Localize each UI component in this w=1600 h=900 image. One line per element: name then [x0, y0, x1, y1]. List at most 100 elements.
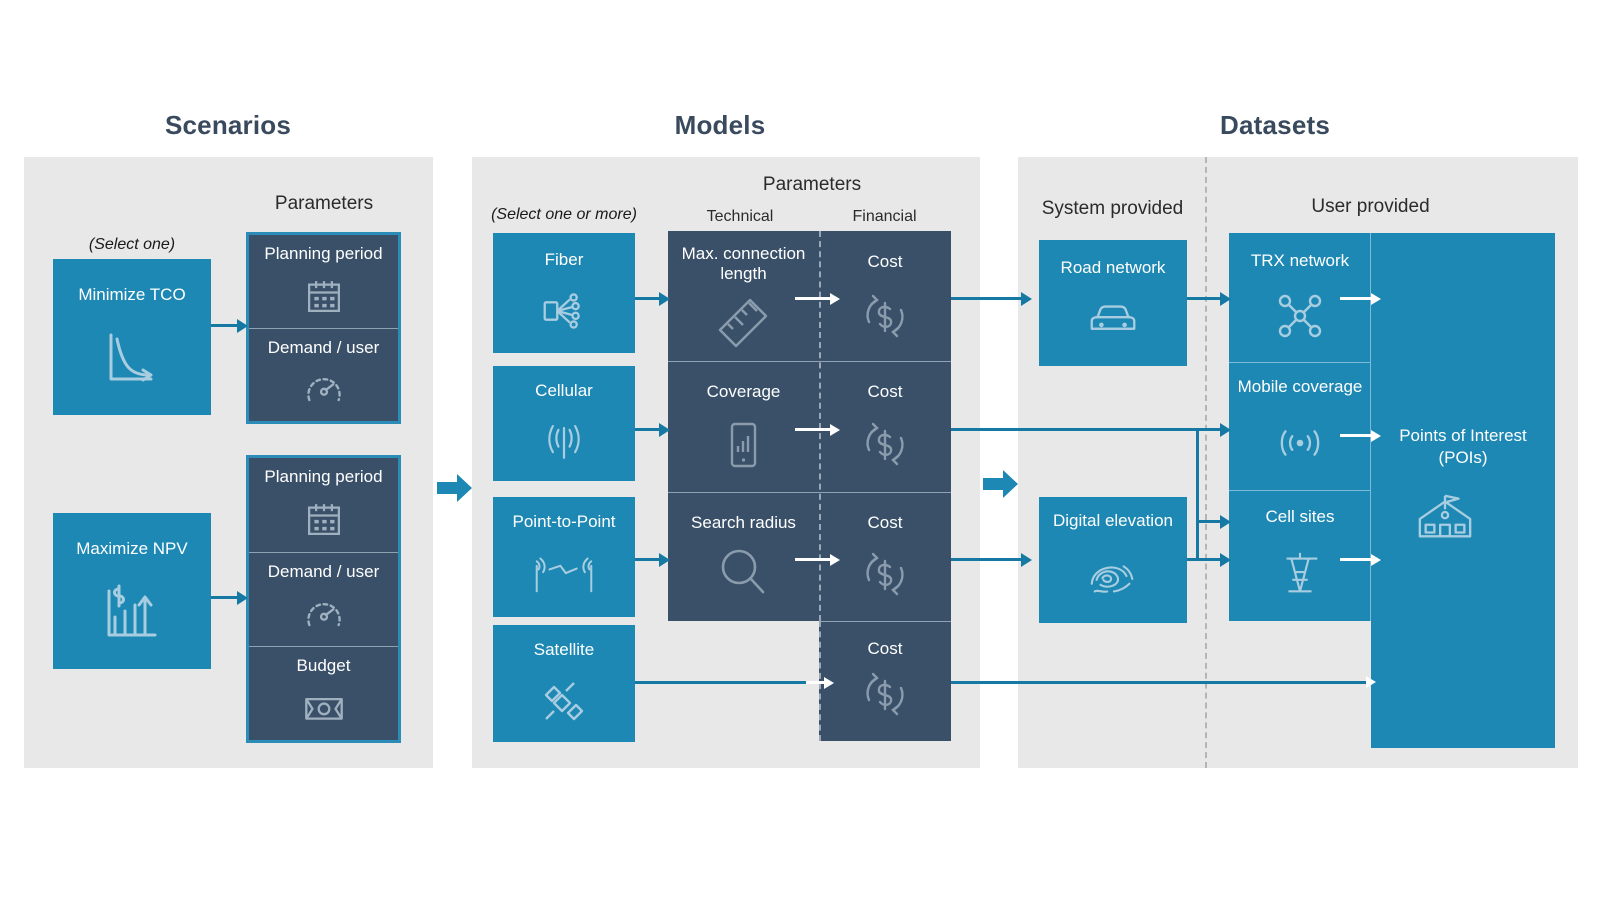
arrowhead-icon: [237, 590, 248, 605]
calendar-icon: [303, 487, 345, 552]
fiber-splitter-icon: [493, 270, 635, 353]
arrowhead-icon: [830, 553, 840, 566]
connector-fiber-to-technical: [635, 297, 661, 300]
connector-tco-to-params: [211, 324, 239, 327]
node-network-icon: [1229, 271, 1371, 362]
dataset-tile-mobile-coverage[interactable]: Mobile coverage: [1229, 363, 1371, 490]
dataset-output-poi-label: Points of Interest (POIs): [1399, 426, 1527, 468]
param-label: Planning period: [264, 467, 383, 486]
models-financial-label-3: Cost: [867, 513, 903, 532]
dataset-tile-road-network[interactable]: Road network: [1039, 240, 1187, 366]
connector-cost1-to-road-network: [951, 297, 1022, 300]
decay-curve-icon: [53, 305, 211, 415]
scenario-tile-maximize-npv[interactable]: Maximize NPV: [53, 513, 211, 669]
connector-cell-sites-to-poi: [1340, 558, 1374, 561]
scenarios-parameters-caption: Parameters: [274, 193, 374, 214]
scenario-parameters-group-2[interactable]: Planning period Demand / user: [246, 455, 401, 743]
model-tile-label: Point-to-Point: [512, 512, 616, 531]
dataset-tile-trx-network[interactable]: TRX network: [1229, 233, 1371, 362]
dataset-tile-digital-elevation[interactable]: Digital elevation: [1039, 497, 1187, 623]
dataset-tile-label: Digital elevation: [1052, 511, 1173, 530]
connector-branch-to-cell-sites: [1196, 520, 1222, 523]
arrowhead-icon: [1220, 552, 1231, 567]
arrowhead-icon: [1371, 292, 1381, 305]
connector-cost4-to-poi: [951, 681, 1371, 684]
model-tile-fiber[interactable]: Fiber: [493, 233, 635, 353]
poi-building-icon: [1412, 488, 1478, 553]
param-label: Demand / user: [267, 561, 380, 581]
models-financial-label-2: Cost: [867, 382, 903, 401]
connector-cellular-to-technical: [635, 428, 661, 431]
connector-satellite-to-cost: [635, 681, 812, 684]
arrowhead-icon: [1366, 675, 1376, 688]
dataset-tile-label: Mobile coverage: [1237, 377, 1363, 396]
model-tile-satellite[interactable]: Satellite: [493, 625, 635, 742]
connector-tech-to-fin-2: [795, 428, 833, 431]
scenario-tile-label: Minimize TCO: [78, 285, 186, 304]
connector-branch-vertical: [1196, 428, 1199, 558]
dataset-tile-label: Cell sites: [1265, 507, 1335, 526]
model-tile-label: Satellite: [533, 640, 595, 659]
dataset-output-poi[interactable]: [1371, 233, 1555, 748]
column-title-scenarios: Scenarios: [164, 110, 292, 140]
arrowhead-icon: [1220, 422, 1231, 437]
arrowhead-icon: [1371, 553, 1381, 566]
param-cell-budget[interactable]: Budget: [249, 645, 398, 740]
connector-tech-to-fin-1: [795, 297, 833, 300]
scenario-tile-label: Maximize NPV: [76, 539, 188, 558]
connector-road-network-to-trx: [1187, 297, 1221, 300]
ruler-icon: [712, 290, 774, 355]
models-financial-label-1: Cost: [867, 252, 903, 271]
param-label: Planning period: [264, 244, 383, 263]
model-tile-label: Cellular: [535, 381, 593, 400]
param-cell-demand-user[interactable]: Demand / user: [249, 328, 398, 421]
models-param-row-1[interactable]: [668, 231, 951, 361]
arrowhead-icon: [1220, 514, 1231, 529]
car-icon: [1039, 278, 1187, 366]
cell-tower-icon: [1229, 527, 1371, 621]
dataset-output-divider: [1370, 233, 1371, 621]
flow-arrow-scenarios-to-models: [437, 472, 473, 504]
param-cell-demand-user[interactable]: Demand / user: [249, 551, 398, 646]
cost-cycle-icon: [857, 416, 913, 477]
connector-satellite-cost-white: [806, 681, 826, 684]
connector-ptp-to-technical: [635, 558, 661, 561]
models-param-row-3[interactable]: [668, 492, 951, 621]
point-to-point-icon: [493, 532, 635, 617]
models-param-row-2[interactable]: [668, 361, 951, 492]
arrowhead-icon: [1021, 552, 1032, 567]
param-cell-planning-period[interactable]: Planning period: [249, 458, 398, 552]
connector-mobile-coverage-to-poi: [1340, 434, 1374, 437]
wifi-waves-icon: [1229, 397, 1371, 490]
model-tile-cellular[interactable]: Cellular: [493, 366, 635, 481]
arrowhead-icon: [659, 552, 670, 567]
datasets-system-user-divider: [1205, 157, 1207, 768]
models-technical-label-3: Search radius: [691, 513, 796, 532]
cost-cycle-icon: [857, 288, 913, 349]
datasets-system-provided-caption: System provided: [1041, 198, 1184, 219]
scenario-parameters-group-1[interactable]: Planning period Demand / user: [246, 232, 401, 424]
models-technical-label-1: Max. connection length: [681, 244, 806, 284]
arrowhead-icon: [1371, 429, 1381, 442]
cost-cycle-icon: [857, 546, 913, 607]
column-title-datasets: Datasets: [1220, 110, 1330, 140]
cellular-antenna-icon: [493, 401, 635, 481]
dataset-tile-divider: [1229, 362, 1371, 363]
models-parameters-caption: Parameters: [762, 174, 862, 195]
magnifier-icon: [713, 542, 773, 607]
models-financial-header: Financial: [852, 208, 917, 225]
connector-npv-to-params: [211, 596, 239, 599]
arrowhead-icon: [830, 423, 840, 436]
model-tile-point-to-point[interactable]: Point-to-Point: [493, 497, 635, 617]
arrowhead-icon: [1021, 291, 1032, 306]
param-cell-planning-period[interactable]: Planning period: [249, 235, 398, 328]
dataset-tile-label: TRX network: [1250, 251, 1350, 270]
signal-phone-icon: [720, 418, 766, 479]
scenario-tile-minimize-tco[interactable]: Minimize TCO: [53, 259, 211, 415]
param-label: Demand / user: [267, 338, 380, 357]
flow-arrow-models-to-datasets: [983, 468, 1019, 500]
connector-trx-to-poi: [1340, 297, 1374, 300]
dataset-tile-cell-sites[interactable]: Cell sites: [1229, 491, 1371, 621]
gauge-icon: [302, 582, 346, 646]
cost-cycle-icon: [857, 666, 913, 727]
